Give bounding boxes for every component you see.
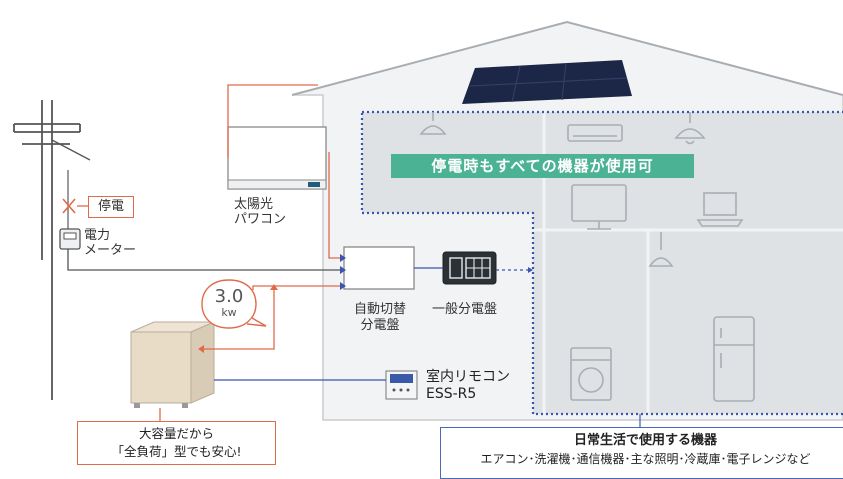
remote-controller-icon [385, 370, 418, 400]
inverter-label: 太陽光 パワコン [234, 197, 286, 227]
remote-label-line1: 室内リモコン [426, 369, 510, 385]
pendant-light-2-icon [648, 232, 674, 267]
power-unit: kw [221, 306, 237, 319]
general-panel-icon [442, 251, 497, 285]
arrow-heads [340, 254, 533, 290]
auto-switch-panel-label-line2: 分電盤 [360, 318, 400, 333]
refrigerator-icon [713, 316, 755, 402]
solar-panel [462, 60, 632, 104]
laptop-icon [696, 192, 744, 227]
meter-label: 電力 メーター [84, 228, 136, 258]
tv-icon [571, 184, 627, 230]
meter-label-line1: 電力 [84, 228, 111, 243]
remote-label: 室内リモコン ESS-R5 [426, 369, 510, 403]
power-meter-icon [59, 228, 81, 250]
utility-pole [13, 100, 91, 400]
storage-battery [130, 321, 215, 408]
washing-machine-icon [570, 347, 612, 401]
ceiling-light-icon [419, 112, 447, 135]
everyday-devices-box: 日常生活で使用する機器 エアコン･洗濯機･通信機器･主な照明･冷蔵庫･電子レンジ… [440, 427, 843, 479]
auto-switch-panel-label-line1: 自動切替 [353, 302, 406, 317]
all-devices-banner: 停電時もすべての機器が使用可 [391, 154, 694, 178]
power-value: 3.0 [214, 286, 244, 307]
backup-room-area [360, 110, 843, 416]
auto-switch-panel [343, 246, 415, 290]
inverter-label-line2: パワコン [234, 212, 287, 227]
capacity-note-line1: 大容量だから [138, 426, 214, 441]
meter-label-line2: メーター [84, 243, 137, 258]
devices-list: エアコン･洗濯機･通信機器･主な照明･冷蔵庫･電子レンジなど [480, 452, 811, 466]
general-panel-label: 一般分電盤 [432, 302, 498, 317]
power-output-bubble [201, 279, 267, 329]
pendant-light-icon [674, 112, 706, 145]
solar-power-lines [204, 84, 340, 350]
capacity-note: 大容量だから 「全負荷」型でも安心! [77, 421, 276, 465]
inverter-label-line1: 太陽光 [234, 197, 274, 212]
capacity-note-line2: 「全負荷」型でも安心! [111, 444, 242, 459]
power-output-value: 3.0 kw [205, 287, 253, 319]
devices-title: 日常生活で使用する機器 [573, 433, 717, 448]
air-conditioner-icon [567, 124, 623, 142]
power-outage-label: 停電 [88, 196, 134, 218]
auto-switch-panel-label: 自動切替 分電盤 [344, 302, 416, 334]
outage-x-icon [62, 198, 76, 214]
grid-power-lines [67, 249, 528, 381]
remote-label-line2: ESS-R5 [426, 386, 477, 402]
power-conditioner [227, 126, 327, 190]
